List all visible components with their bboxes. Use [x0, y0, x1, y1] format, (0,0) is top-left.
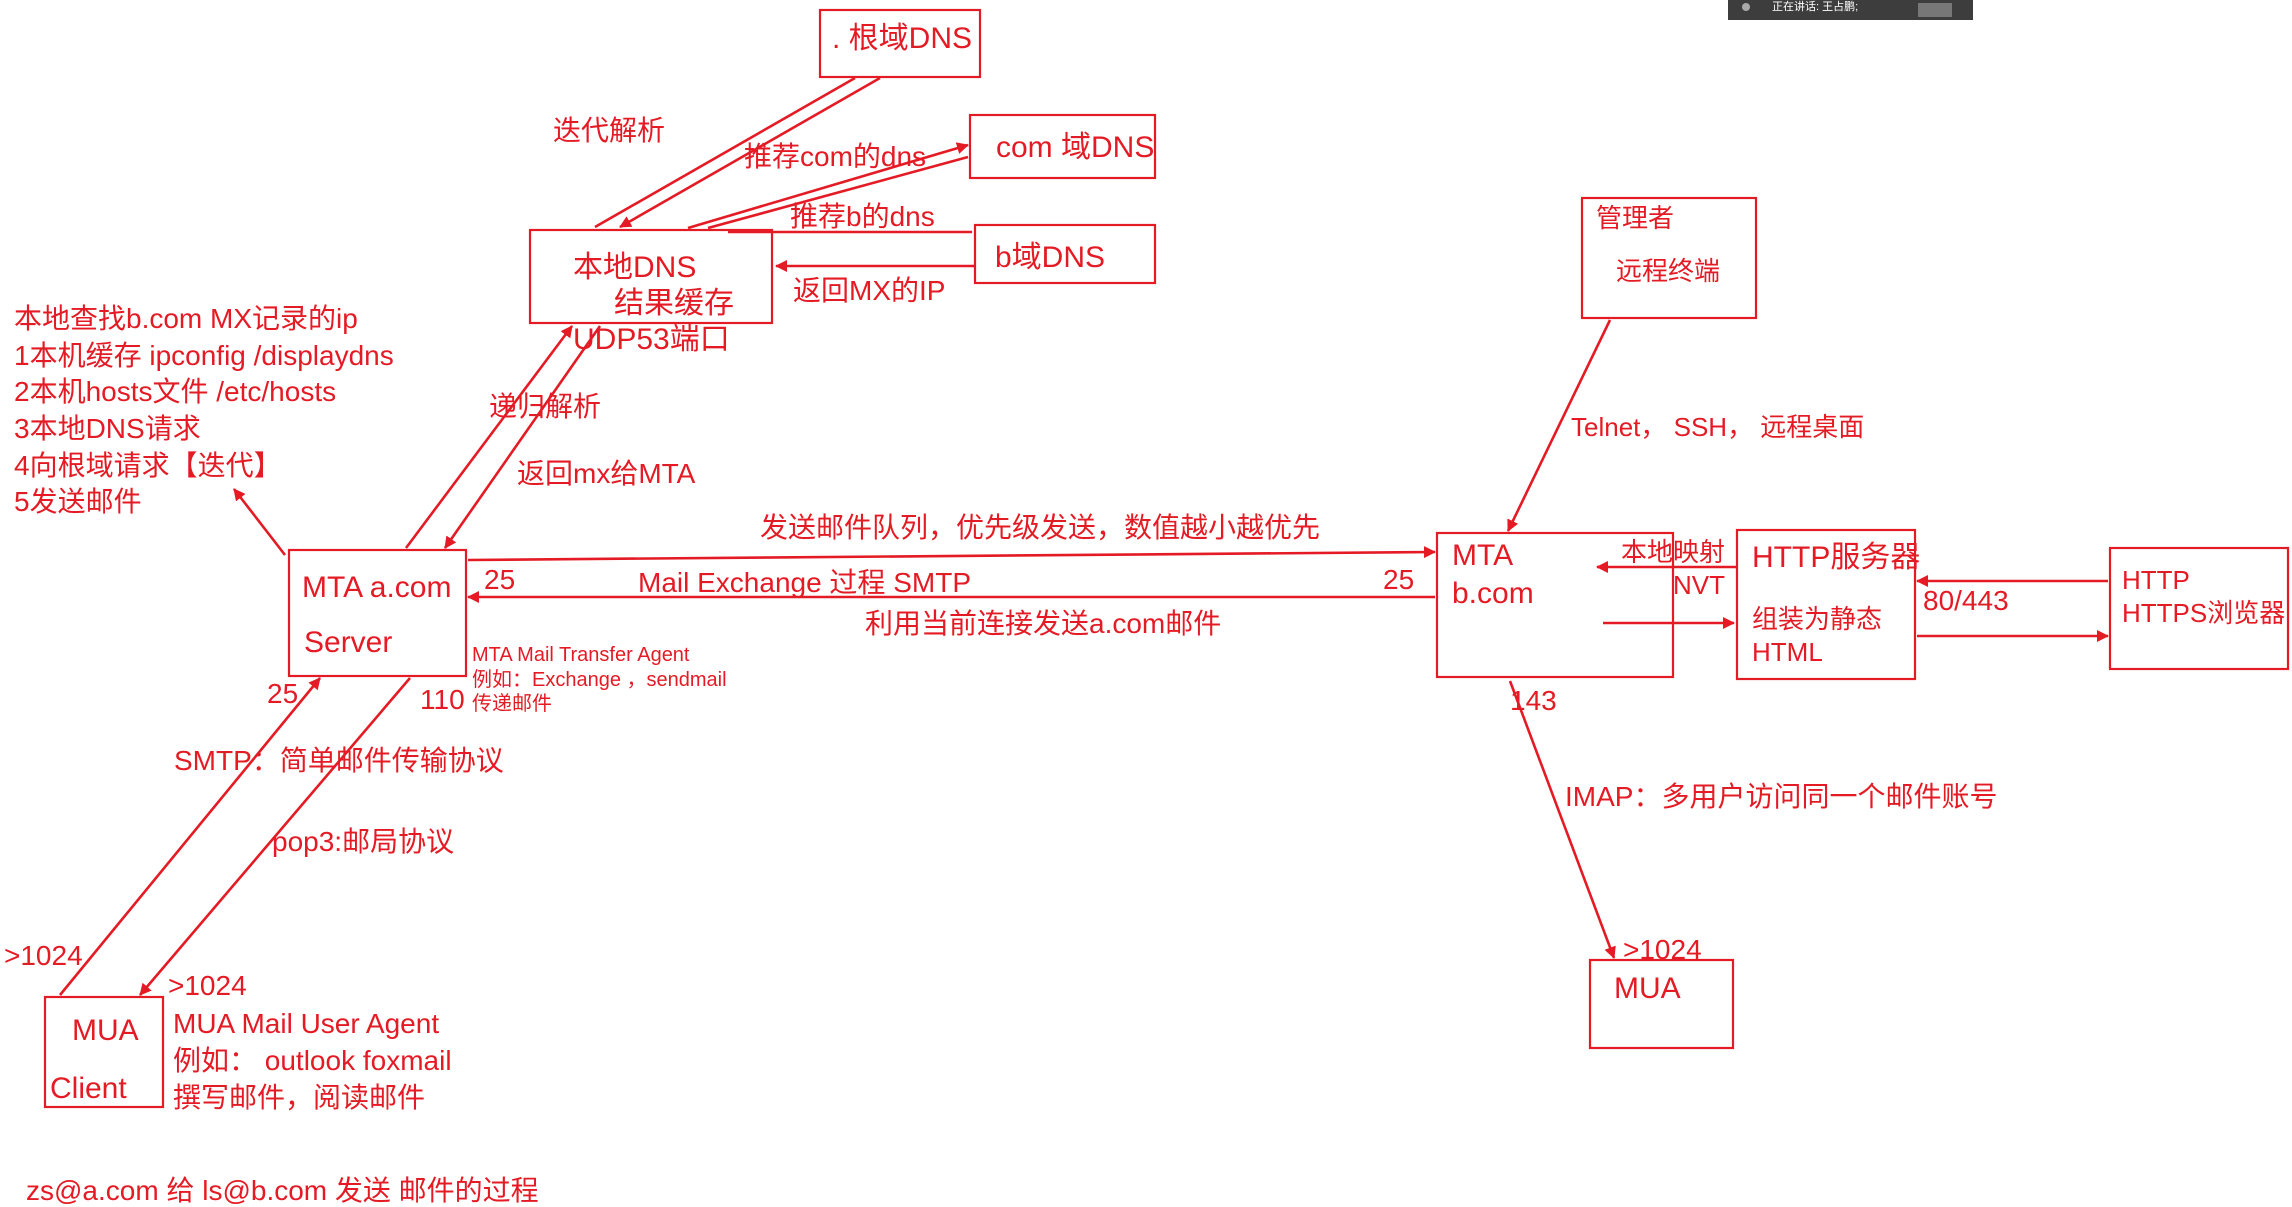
admin-title: 管理者 — [1596, 203, 1674, 233]
mta-b-box — [1435, 531, 1675, 679]
imap-label: IMAP：多用户访问同一个邮件账号 — [1565, 781, 1997, 812]
port-143-label: 143 — [1510, 685, 1557, 716]
microphone-icon — [1742, 3, 1750, 11]
b-dns-box — [973, 223, 1157, 285]
mua-note-3: 撰写邮件，阅读邮件 — [173, 1082, 425, 1113]
admin-box — [1580, 196, 1758, 320]
lookup-step: 本地查找b.com MX记录的ip — [14, 303, 358, 334]
localdns-to-root-line — [594, 76, 856, 229]
mta-to-lookup-arrow — [232, 488, 287, 556]
local-dns-title: 本地DNS — [573, 251, 696, 284]
localdns-to-com-arrow — [687, 142, 969, 230]
port-25-b-label: 25 — [1383, 564, 1414, 595]
root-dns-box — [818, 8, 982, 79]
smtp-desc-label: SMTP：简单邮件传输协议 — [174, 745, 504, 776]
client-port-right-label: >1024 — [168, 970, 247, 1001]
speaker-overlay: 正在讲话: 王占鹏; — [1728, 0, 1973, 20]
local-dns-port-label: UDP53端口 — [573, 323, 730, 356]
admin-subtitle: 远程终端 — [1616, 256, 1720, 286]
com-to-localdns-line — [707, 155, 969, 230]
recursive-label: 递归解析 — [489, 391, 601, 422]
reuse-connection-label: 利用当前连接发送a.com邮件 — [865, 608, 1221, 639]
iterative-label: 迭代解析 — [553, 115, 665, 146]
browser-line-2: HTTPS浏览器 — [2122, 598, 2285, 628]
return-mx-mta-label: 返回mx给MTA — [517, 458, 696, 489]
mta-b-label-1: MTA — [1452, 539, 1513, 572]
remote-protocols-label: Telnet， SSH， 远程桌面 — [1571, 412, 1864, 442]
browser-box — [2108, 546, 2290, 671]
http-server-box — [1735, 528, 1917, 681]
lookup-step: 1本机缓存 ipconfig /displaydns — [14, 340, 394, 371]
mta-to-client-arrow — [139, 677, 411, 996]
mta-a-server-label: Server — [304, 626, 392, 659]
mail-exchange-label: Mail Exchange 过程 SMTP — [638, 567, 971, 598]
mua-title: MUA — [72, 1014, 139, 1047]
port-25-client-label: 25 — [267, 678, 298, 709]
mua-note-1: MUA Mail User Agent — [173, 1008, 439, 1039]
recommend-b-label: 推荐b的dns — [790, 201, 935, 232]
mua-b-box — [1588, 958, 1735, 1050]
recommend-com-label: 推荐com的dns — [744, 141, 926, 172]
com-dns-box — [968, 113, 1157, 180]
mua-b-port-label: >1024 — [1623, 934, 1702, 965]
mua-client-box — [43, 995, 165, 1109]
port-80-443-label: 80/443 — [1923, 585, 2009, 616]
mta-b-label-2: b.com — [1452, 577, 1534, 610]
nvt-label: NVT — [1673, 570, 1725, 600]
b-dns-label: b域DNS — [995, 241, 1105, 274]
mta-to-localdns-arrow — [404, 325, 574, 549]
local-dns-cache-label: 结果缓存 — [614, 287, 734, 320]
pop3-desc-label: pop3:邮局协议 — [272, 826, 454, 857]
root-to-localdns-arrow — [619, 76, 881, 229]
mta-a-to-mta-b-arrow — [467, 546, 1436, 562]
mta-note-1: MTA Mail Transfer Agent — [472, 644, 690, 666]
http-server-line-1: 组装为静态 — [1752, 604, 1882, 634]
http-server-line-2: HTML — [1752, 637, 1823, 667]
port-110-label: 110 — [420, 684, 465, 715]
admin-to-mta-b-arrow — [1506, 319, 1612, 532]
local-dns-box — [528, 228, 774, 325]
mta-a-title: MTA a.com — [302, 571, 451, 604]
local-map-label: 本地映射 — [1621, 537, 1725, 567]
localdns-to-mta-arrow — [443, 325, 602, 549]
client-to-mta-arrow — [58, 677, 322, 996]
mta-b-to-mua-b-arrow — [1508, 680, 1616, 959]
browser-line-1: HTTP — [2122, 565, 2190, 595]
speaker-avatar-icon — [1918, 3, 1952, 17]
lookup-step: 5发送邮件 — [14, 486, 142, 517]
lookup-steps-list: 本地查找b.com MX记录的ip 1本机缓存 ipconfig /displa… — [14, 303, 394, 517]
footer-caption: zs@a.com 给 ls@b.com 发送 邮件的过程 — [26, 1175, 539, 1206]
client-port-left-label: >1024 — [4, 940, 83, 971]
speaker-status: 正在讲话: 王占鹏; — [1772, 0, 1858, 13]
port-25-a-label: 25 — [484, 564, 515, 595]
return-mx-ip-label: 返回MX的IP — [793, 275, 945, 306]
root-dns-label: . 根域DNS — [832, 22, 972, 55]
http-server-title: HTTP服务器 — [1752, 541, 1920, 574]
mta-note-2: 例如：Exchange ，sendmail — [472, 668, 727, 691]
lookup-step: 4向根域请求【迭代】 — [14, 450, 282, 481]
mta-note-3: 传递邮件 — [472, 692, 552, 715]
lookup-step: 3本地DNS请求 — [14, 413, 201, 444]
mua-b-label: MUA — [1614, 972, 1681, 1005]
lookup-step: 2本机hosts文件 /etc/hosts — [14, 376, 336, 407]
mua-client-label: Client — [50, 1072, 127, 1105]
send-queue-label: 发送邮件队列，优先级发送，数值越小越优先 — [760, 512, 1320, 543]
mua-note-2: 例如： outlook foxmail — [173, 1045, 452, 1076]
com-dns-label: com 域DNS — [996, 131, 1154, 164]
mta-a-box — [287, 548, 468, 678]
